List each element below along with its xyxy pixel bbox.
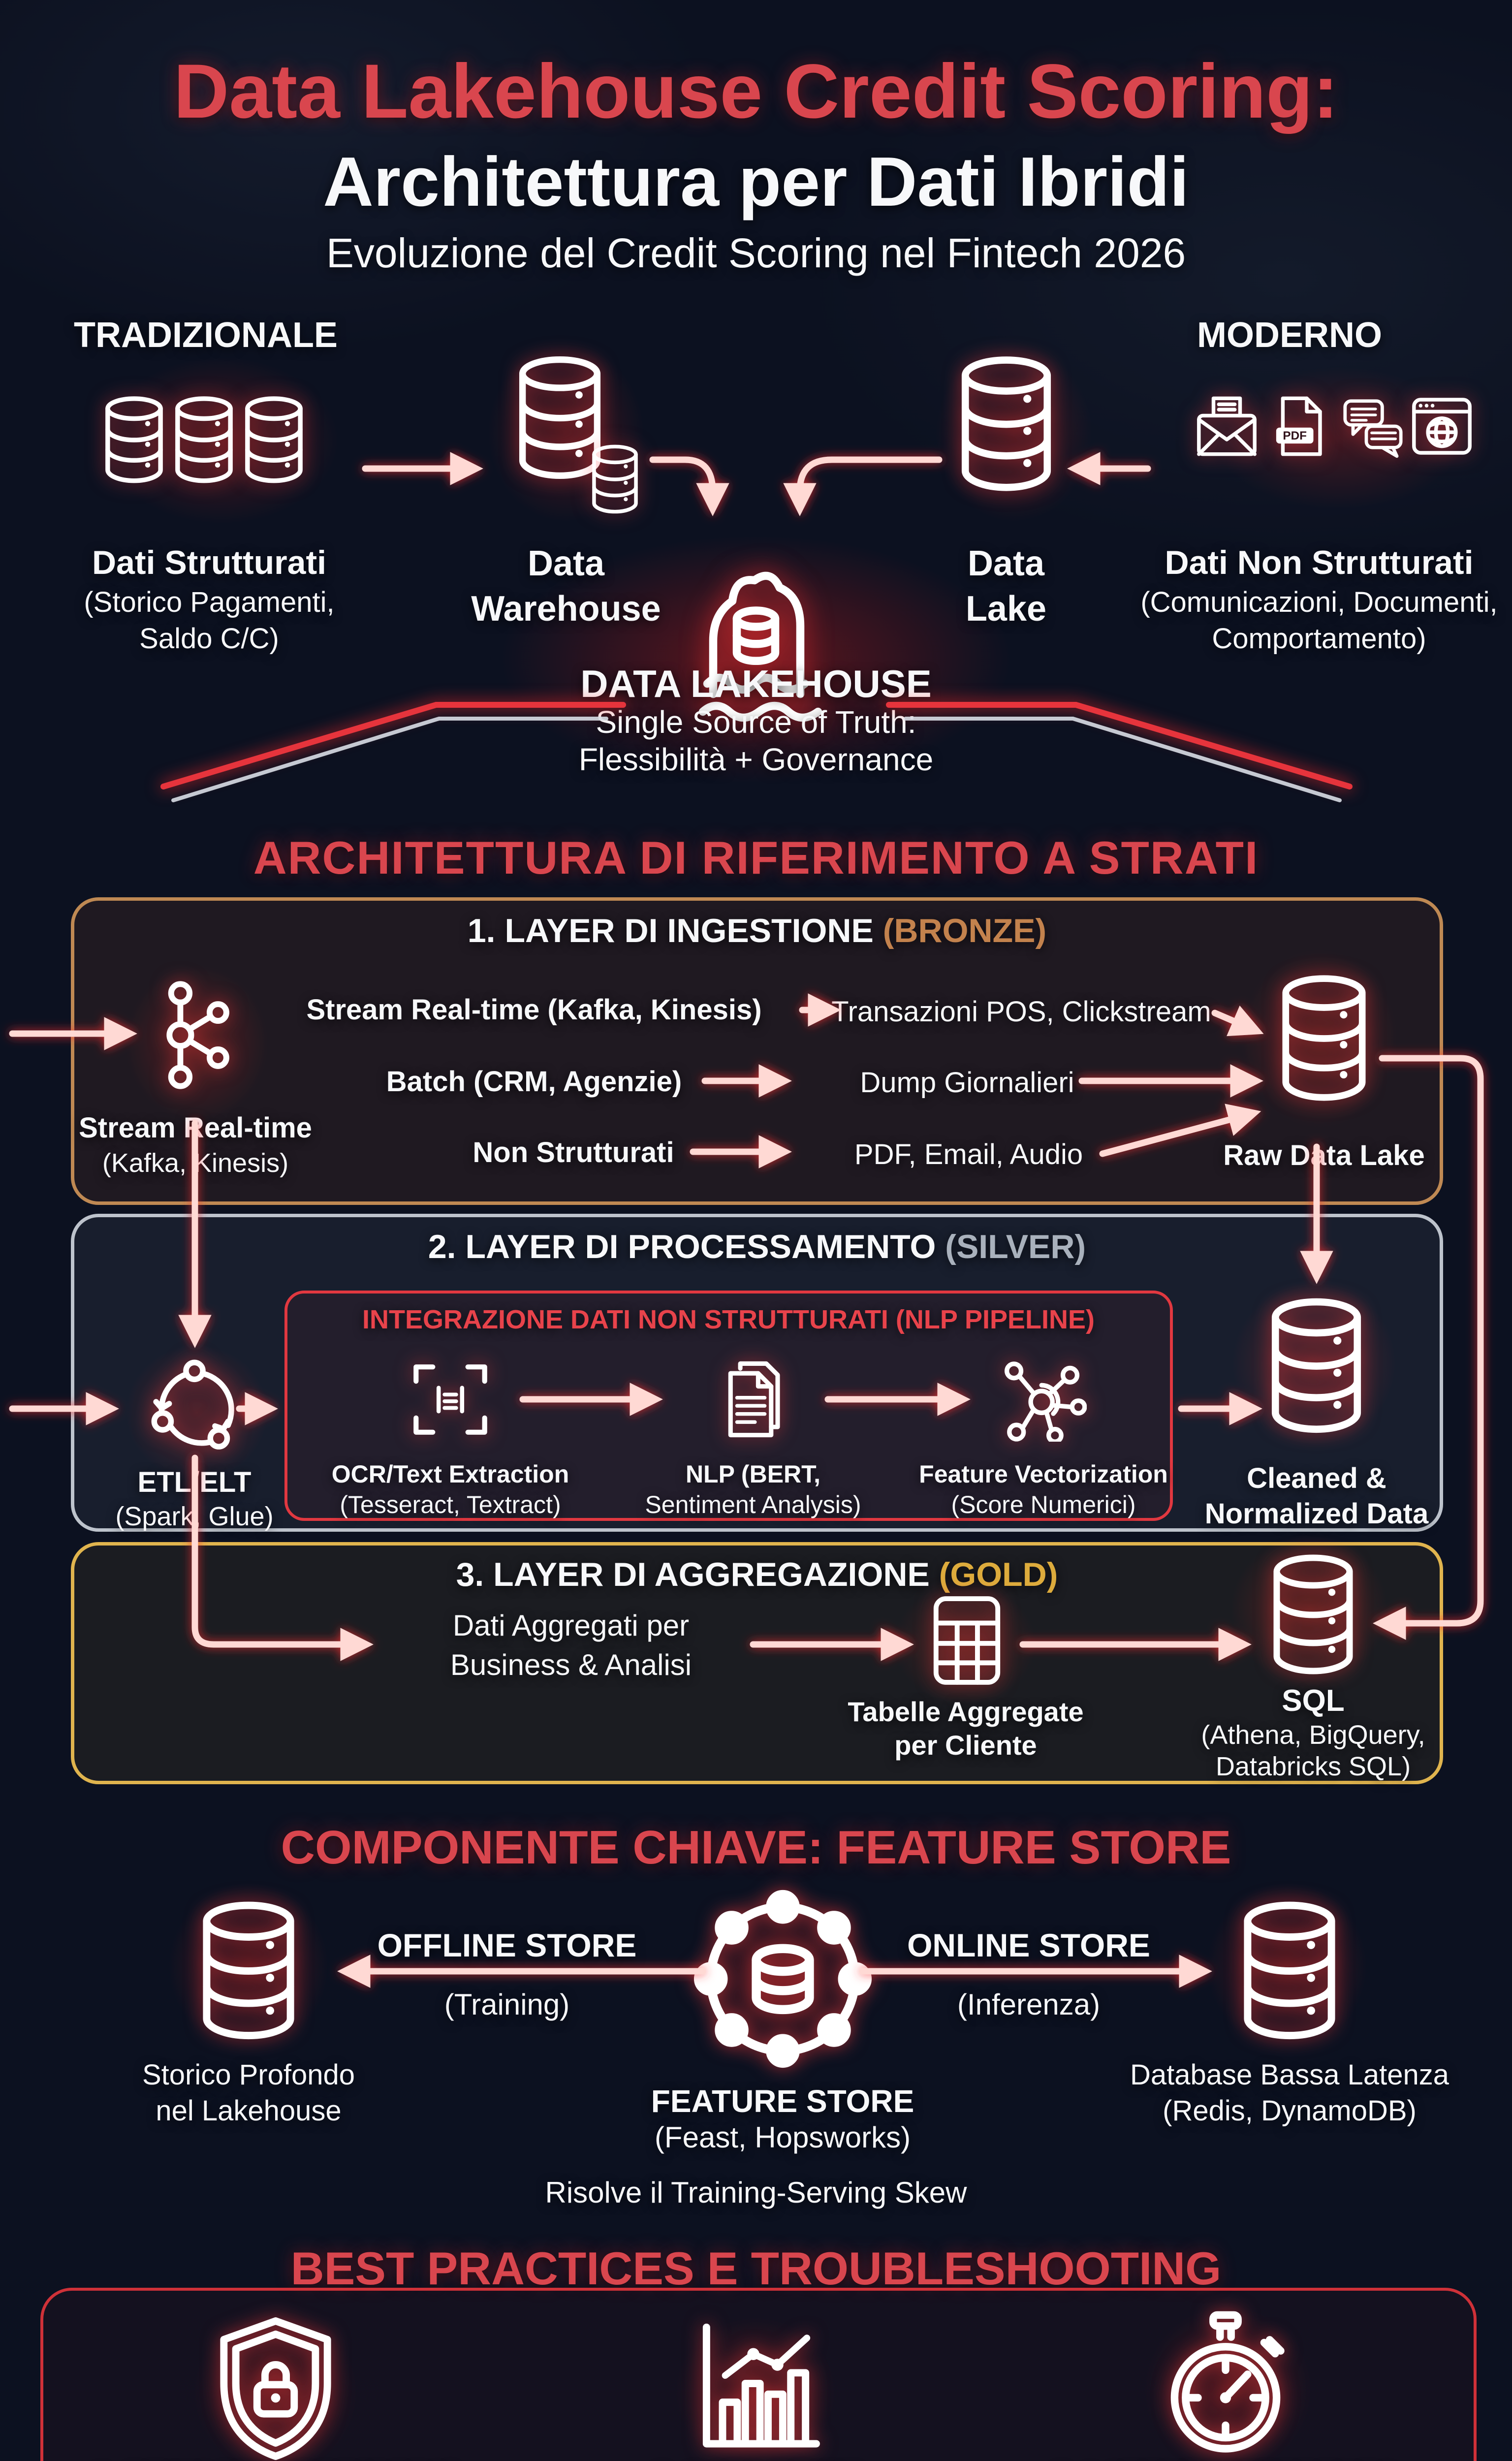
page-title-line2: Architettura per Dati Ibridi (323, 143, 1189, 221)
page-subtitle: Evoluzione del Credit Scoring nel Fintec… (326, 230, 1186, 276)
etl-label2: (Spark, Glue) (115, 1502, 274, 1531)
raw-data-lake-icon (1272, 970, 1376, 1107)
nlp-step-line2: Sentiment Analysis) (645, 1491, 861, 1518)
bronze-source-label1: Stream Real-time (79, 1112, 312, 1144)
layers-heading: ARCHITETTURA DI RIFERIMENTO A STRATI (253, 832, 1259, 883)
silver-layer-title: 2. LAYER DI PROCESSAMENTO (SILVER) (428, 1228, 1086, 1266)
lakehouse-sub2: Flessibilità + Governance (578, 742, 934, 777)
cleaned-data-label2: Normalized Data (1204, 1498, 1429, 1530)
vector-icon (1003, 1356, 1087, 1442)
offline-store-label: OFFLINE STORE (377, 1927, 637, 1963)
online-store-sub: (Inferenza) (957, 1988, 1101, 2021)
etl-label1: ETL/ELT (137, 1466, 252, 1498)
lakehouse-sub1: Single Source of Truth: (596, 704, 916, 740)
raw-data-lake-label: Raw Data Lake (1223, 1139, 1425, 1171)
sql-sub1: (Athena, BigQuery, (1201, 1720, 1425, 1750)
feature-store-heading: COMPONENTE CHIAVE: FEATURE STORE (281, 1821, 1231, 1874)
etl-icon (148, 1358, 241, 1454)
bronze-source-label2: (Kafka, Kinesis) (102, 1148, 289, 1178)
table-icon (926, 1594, 1008, 1687)
nlp-pipeline-title: INTEGRAZIONE DATI NON STRUTTURATI (NLP P… (362, 1305, 1095, 1334)
latency-db-label1: Database Bassa Latenza (1130, 2059, 1449, 2091)
unstructured-data-title: Dati Non Strutturati (1165, 544, 1474, 581)
chart-icon (689, 2319, 823, 2453)
ocr-icon (409, 1357, 492, 1443)
warehouse-icon (587, 442, 643, 517)
structured-data-title: Dati Strutturati (92, 544, 326, 581)
nlp-step-line1: NLP (BERT, (685, 1460, 821, 1488)
gold-agg-line2: Business & Analisi (450, 1648, 692, 1681)
warehouse-label2: Warehouse (471, 589, 661, 629)
cleaned-data-icon (1261, 1294, 1372, 1439)
database-lake-icon (951, 350, 1062, 498)
database-group-icon (238, 373, 310, 507)
lake-label2: Lake (965, 589, 1047, 629)
nlp-step-line2: (Score Numerici) (951, 1491, 1136, 1518)
sql-title: SQL (1282, 1684, 1345, 1718)
shield-lock-icon (209, 2314, 342, 2461)
database-group-icon (168, 373, 240, 507)
chat-icon (1340, 385, 1406, 468)
bronze-row-left: Non Strutturati (472, 1136, 674, 1168)
online-store-label: ONLINE STORE (907, 1927, 1150, 1963)
offline-store-sub: (Training) (444, 1988, 570, 2021)
gold-table-label2: per Cliente (894, 1730, 1037, 1761)
training-serving-note: Risolve il Training-Serving Skew (545, 2176, 967, 2209)
bronze-row-right: Transazioni POS, Clickstream (831, 996, 1211, 1028)
sql-sub2: Databricks SQL) (1215, 1752, 1411, 1781)
bronze-layer-title: 1. LAYER DI INGESTIONE (BRONZE) (468, 912, 1046, 950)
web-icon (1409, 385, 1475, 468)
storico-label2: nel Lakehouse (156, 2095, 342, 2127)
nlp-step-line2: (Tesseract, Textract) (340, 1491, 561, 1518)
feature-store-sub: (Feast, Hopsworks) (654, 2121, 911, 2154)
bronze-row-left: Stream Real-time (Kafka, Kinesis) (306, 994, 762, 1026)
bronze-tag: (BRONZE) (882, 912, 1047, 949)
nlp-pipeline-box (284, 1291, 1173, 1521)
feature-store-label: FEATURE STORE (651, 2083, 914, 2119)
database-group-icon (98, 373, 170, 507)
bronze-row-right: Dump Giornalieri (860, 1067, 1074, 1099)
bronze-row-right: PDF, Email, Audio (854, 1138, 1083, 1170)
document-icon (713, 1357, 794, 1441)
feature-store-icon (688, 1884, 878, 2074)
lakehouse-history-db-icon (192, 1896, 305, 2046)
unstructured-data-sub1: (Comunicazioni, Documenti, (1140, 586, 1498, 618)
page-title-line1: Data Lakehouse Credit Scoring: (173, 49, 1339, 134)
silver-title-text: 2. LAYER DI PROCESSAMENTO (428, 1228, 936, 1265)
modern-label: MODERNO (1197, 316, 1382, 355)
gold-layer-title: 3. LAYER DI AGGREGAZIONE (GOLD) (456, 1555, 1058, 1594)
latency-db-label2: (Redis, DynamoDB) (1163, 2095, 1417, 2127)
cleaned-data-label1: Cleaned & (1247, 1462, 1386, 1494)
kafka-icon (154, 980, 237, 1090)
best-practices-heading: BEST PRACTICES E TROUBLESHOOTING (290, 2242, 1222, 2294)
warehouse-label1: Data (527, 544, 605, 583)
email-icon (1194, 385, 1260, 468)
gold-table-label1: Tabelle Aggregate (848, 1696, 1084, 1727)
pdf-icon (1267, 385, 1333, 468)
lakehouse-title: DATA LAKEHOUSE (580, 662, 932, 705)
structured-data-sub2: Saldo C/C) (139, 623, 279, 655)
unstructured-data-sub2: Comportamento) (1212, 623, 1426, 655)
traditional-label: TRADIZIONALE (74, 316, 338, 355)
gold-title-text: 3. LAYER DI AGGREGAZIONE (456, 1556, 930, 1593)
nlp-step-line1: Feature Vectorization (919, 1460, 1168, 1488)
gold-agg-line1: Dati Aggregati per (452, 1609, 690, 1642)
lake-label1: Data (967, 544, 1045, 583)
bronze-row-left: Batch (CRM, Agenzie) (386, 1066, 682, 1098)
bronze-title-text: 1. LAYER DI INGESTIONE (467, 912, 874, 949)
storico-label1: Storico Profondo (142, 2059, 355, 2091)
stopwatch-icon (1157, 2309, 1294, 2461)
low-latency-db-icon (1233, 1896, 1346, 2046)
sql-database-icon (1264, 1550, 1362, 1679)
structured-data-sub1: (Storico Pagamenti, (84, 586, 335, 618)
nlp-step-line1: OCR/Text Extraction (331, 1460, 569, 1488)
silver-tag: (SILVER) (945, 1228, 1086, 1265)
gold-tag: (GOLD) (939, 1556, 1058, 1593)
